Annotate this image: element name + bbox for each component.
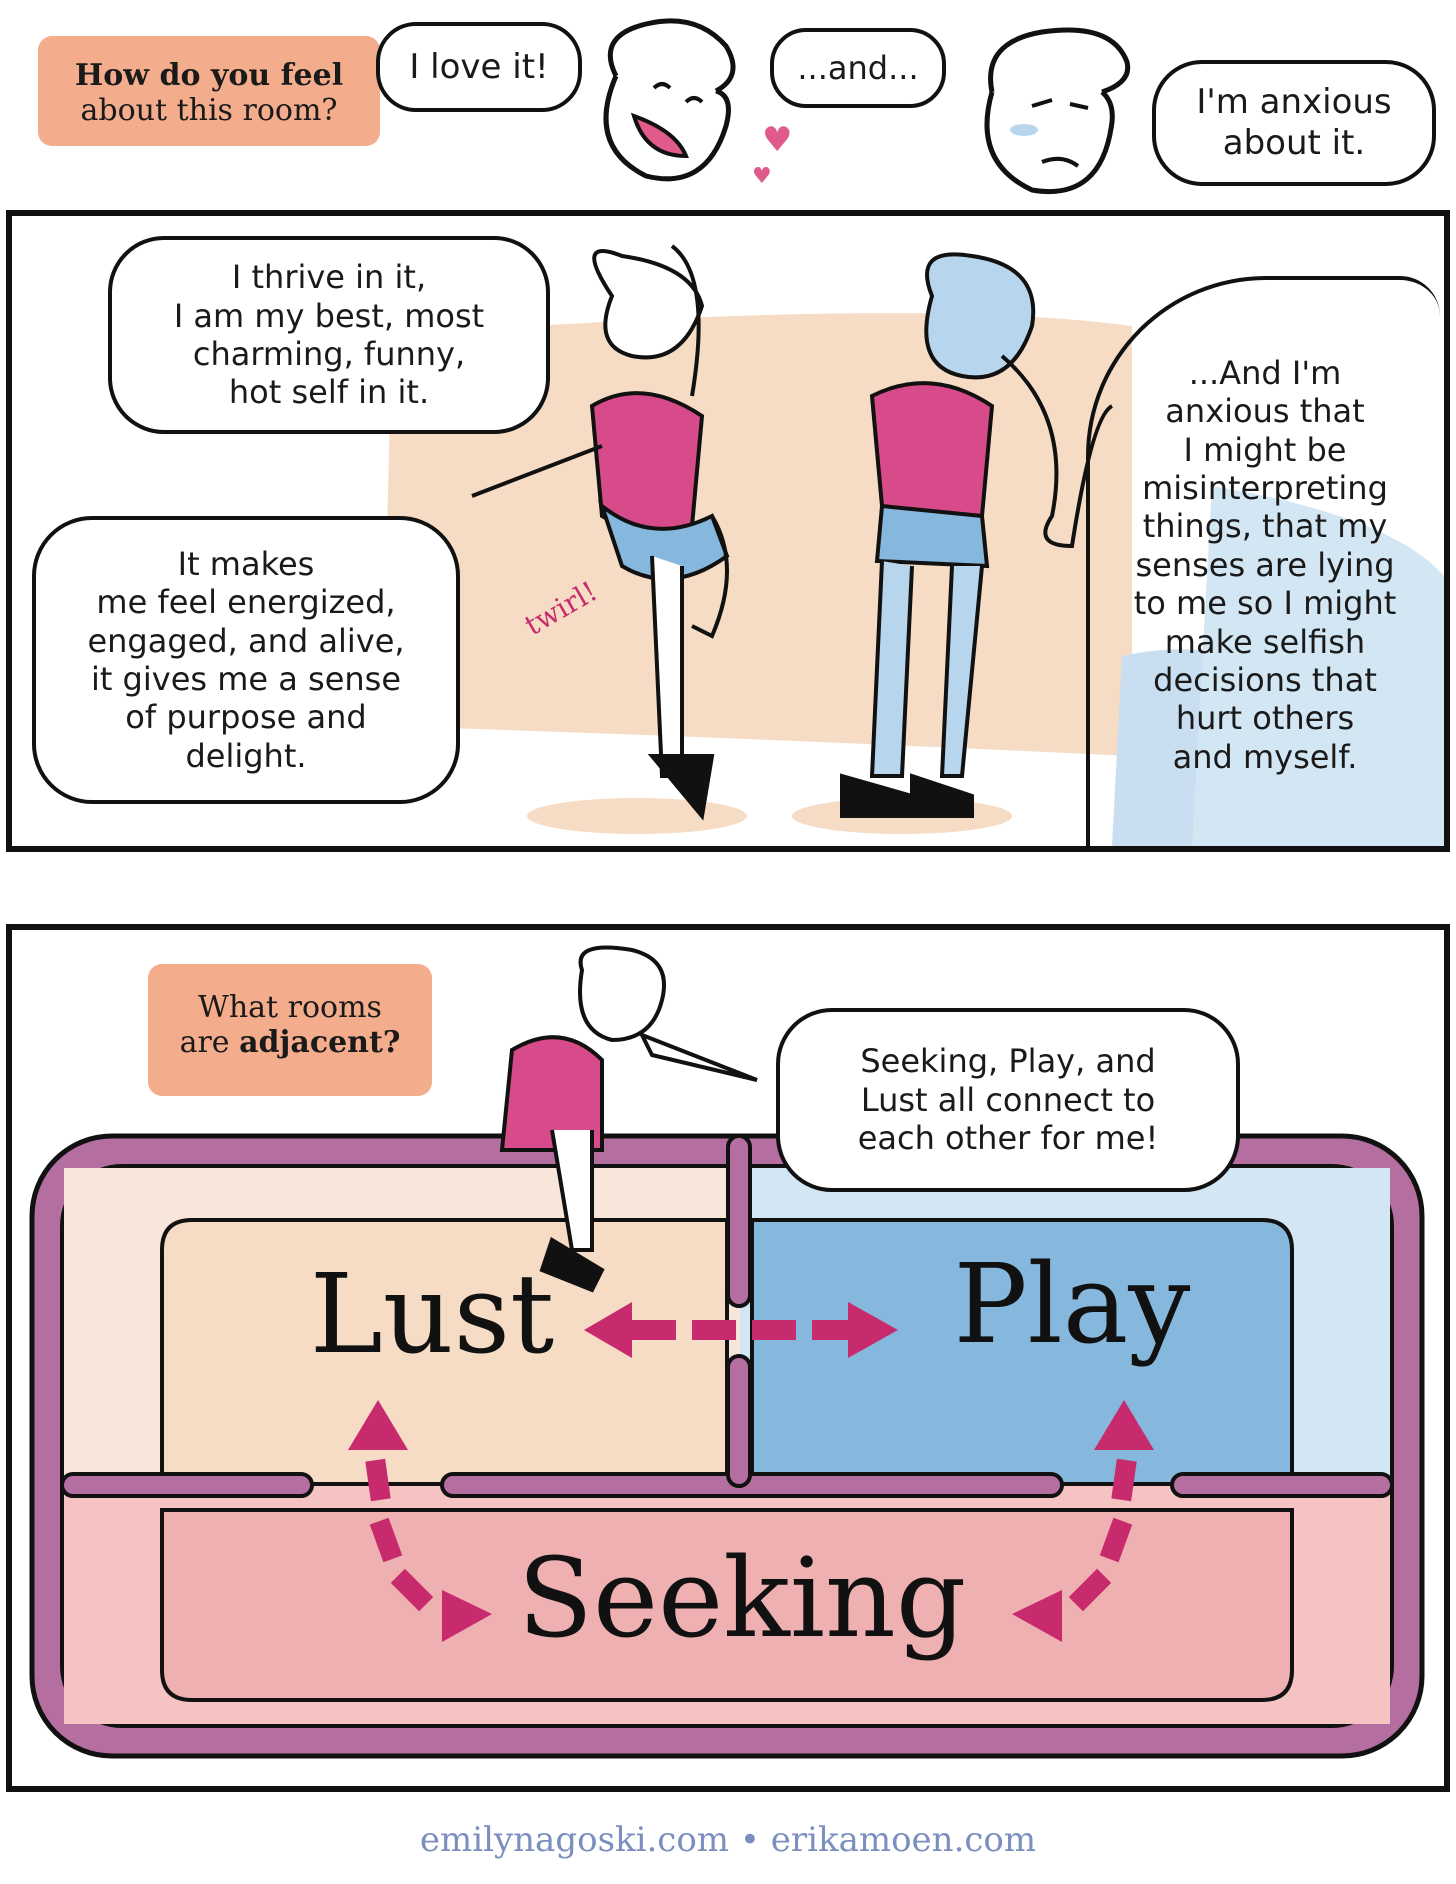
worried-face-illustration [984,27,1131,194]
caption-line-1: What rooms [198,990,382,1025]
caption-adjacent-rooms: What rooms are adjacent? [148,964,432,1096]
arrow-dash [1099,1517,1133,1563]
caption-how-do-you-feel: How do you feel about this room? [38,36,380,146]
speech-bubble-energized: It makes me feel energized, engaged, and… [32,516,460,804]
speech-text: ...and... [797,48,919,87]
arrow-head-up-play [1094,1400,1154,1450]
room-label-seeking: Seeking [518,1534,967,1662]
arrow-dash [632,1320,676,1340]
arrow-head-right-seeking [442,1590,492,1642]
arrow-head-up-lust [348,1400,408,1450]
caption-line-2: are adjacent? [148,1025,432,1060]
speech-bubble-and: ...and... [770,28,946,108]
seeking-room [160,1508,1294,1702]
dancing-figure [471,244,730,821]
caption-bold-text: adjacent? [239,1025,401,1060]
caption-plain-text: are [179,1025,240,1060]
arrow-dash [812,1320,848,1340]
speech-bubble-worry: ...And I'm anxious that I might be misin… [1086,276,1440,846]
wall-segment [60,1472,314,1498]
speech-bubble-thrive: I thrive in it, I am my best, most charm… [108,236,550,434]
wall-segment [1170,1472,1394,1498]
heart-icon: ♥ [762,120,793,160]
arrow-head-left-seeking [1012,1590,1062,1642]
speech-bubble-love: I love it! [376,22,582,112]
speech-text: Seeking, Play, and Lust all connect to e… [857,1042,1159,1158]
arrow-dash [692,1320,736,1340]
room-floorplan: Lust Play Seeking [29,945,1425,1759]
speech-text: ...And I'm anxious that I might be misin… [1133,353,1397,776]
wall-segment [440,1472,1064,1498]
worried-figure [840,252,1036,818]
speech-text: I'm anxious about it. [1196,82,1392,163]
arrow-dash [365,1458,391,1502]
arrow-head-right [848,1302,898,1358]
happy-face-illustration [603,18,736,182]
panel-adjacent-rooms: Lust Play Seeking [6,924,1450,1792]
panel-room-feelings: twirl! I thrive in it, I am my best, mos… [6,210,1450,852]
room-label-lust: Lust [310,1250,555,1378]
arrow-dash [1111,1458,1137,1502]
room-label-play: Play [954,1240,1191,1368]
arrow-dash [390,1568,434,1612]
wall-segment [726,1134,752,1308]
speech-text: I thrive in it, I am my best, most charm… [173,258,485,412]
speech-bubble-anxious: I'm anxious about it. [1152,60,1436,186]
arrow-dash [369,1517,403,1563]
speech-text: It makes me feel energized, engaged, and… [87,544,405,775]
arrow-dash [752,1320,796,1340]
arrow-dash [1068,1568,1112,1612]
play-room [750,1218,1294,1486]
caption-line-2: about this room? [80,93,338,128]
wall-segment [726,1354,752,1488]
sitting-figure [499,945,758,1293]
small-heart-icon: ♥ [752,164,772,189]
speech-text: I love it! [409,46,549,87]
arrow-head-left [584,1302,632,1358]
footer-credits: emilynagoski.com • erikamoen.com [419,1820,1037,1860]
speech-bubble-connect: Seeking, Play, and Lust all connect to e… [776,1008,1240,1192]
caption-line-1: How do you feel [74,58,344,93]
